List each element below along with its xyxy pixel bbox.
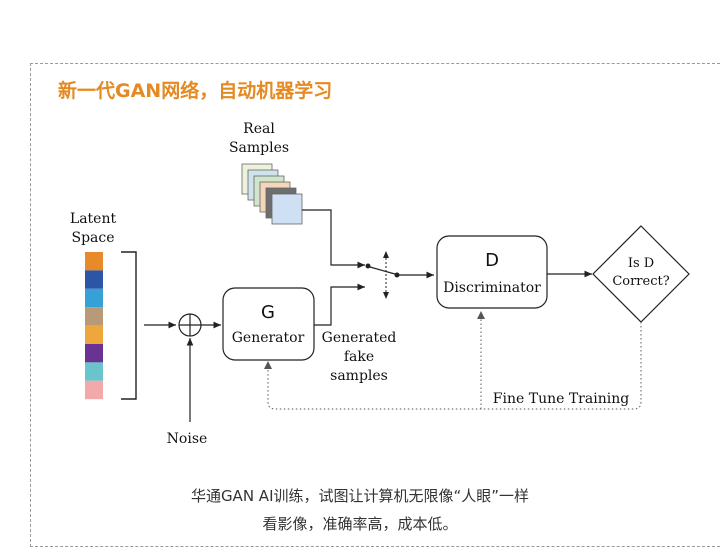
generator-to-switch-arrow xyxy=(314,283,365,326)
fine-tune-label: Fine Tune Training xyxy=(493,391,629,407)
decision-label-2: Correct? xyxy=(612,274,669,289)
discriminator-symbol: D xyxy=(485,250,499,271)
generator-symbol: G xyxy=(261,302,275,323)
latent-space-label-1: Latent xyxy=(70,211,117,227)
latent-space-label-2: Space xyxy=(71,230,114,246)
latent-space-bar xyxy=(85,252,103,400)
switch-icon xyxy=(365,251,400,299)
sum-node xyxy=(178,313,202,337)
real-to-switch-arrow xyxy=(302,209,365,269)
generated-label-2: fake xyxy=(344,349,374,365)
latent-cell xyxy=(85,344,103,363)
generator-label: Generator xyxy=(232,330,305,346)
generator-box xyxy=(222,287,315,361)
noise-label: Noise xyxy=(167,431,208,447)
page-title: 新一代GAN网络，自动机器学习 xyxy=(58,80,333,102)
generated-label-1: Generated xyxy=(322,330,397,346)
latent-cell xyxy=(85,252,103,271)
latent-cell xyxy=(85,307,103,326)
latent-cell xyxy=(85,288,103,308)
latent-cell xyxy=(85,362,103,381)
sample-card xyxy=(271,193,303,225)
latent-cell xyxy=(85,325,103,344)
real-samples-label-2: Samples xyxy=(229,140,289,156)
decision-label-1: Is D xyxy=(628,256,654,271)
caption-line-2: 看影像，准确率高，成本低。 xyxy=(262,515,458,533)
latent-cell xyxy=(85,270,103,289)
generated-label-3: samples xyxy=(330,368,388,384)
latent-bracket xyxy=(121,251,137,400)
discriminator-box xyxy=(436,235,548,309)
latent-cell xyxy=(85,380,103,400)
feedback-to-discriminator-arrowhead xyxy=(477,311,485,319)
real-samples-label-1: Real xyxy=(243,121,275,137)
feedback-to-generator-arrowhead xyxy=(264,361,272,369)
caption-line-1: 华通GAN AI训练，试图让计算机无限像“人眼”一样 xyxy=(190,487,530,505)
real-samples-stack xyxy=(241,163,303,225)
discriminator-label: Discriminator xyxy=(443,280,541,296)
